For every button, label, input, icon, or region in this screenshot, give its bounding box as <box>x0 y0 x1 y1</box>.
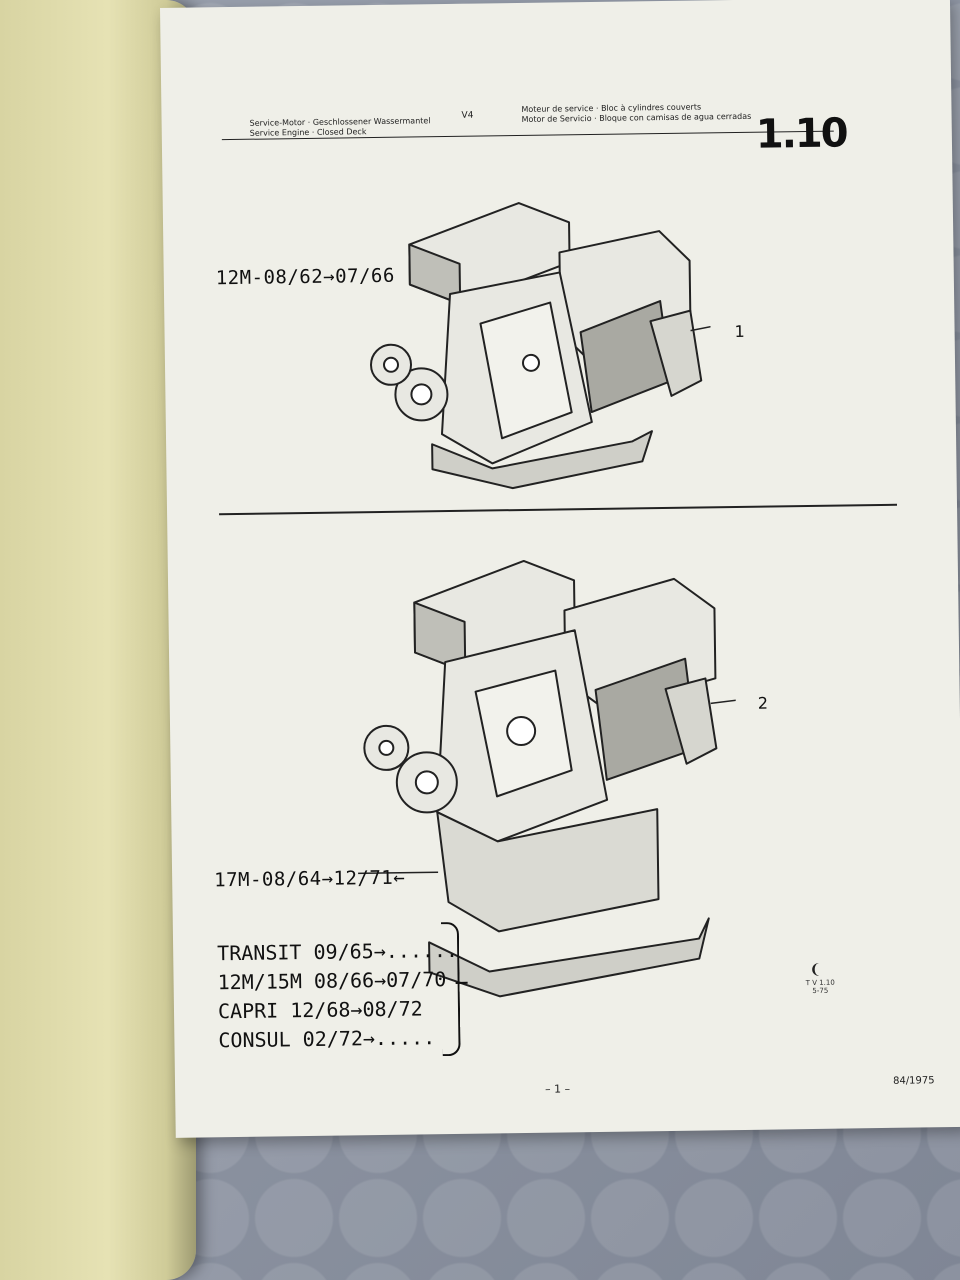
footer-code: 84/1975 <box>892 1075 935 1087</box>
header-english: Service Engine · Closed Deck <box>249 127 367 138</box>
section-number: 1.10 <box>755 110 847 158</box>
figure-divider <box>219 503 898 516</box>
engine-illustration-1 <box>370 202 713 490</box>
header-german: Service-Motor · Geschlossener Wassermant… <box>249 116 431 128</box>
application-item: CONSUL 02/72→..... <box>218 1025 436 1053</box>
brace-tip <box>455 981 468 984</box>
callout-2: 2 <box>757 693 769 713</box>
stamp-line-2: 5-75 <box>812 986 829 995</box>
application-item: 12M/15M 08/66→07/70 <box>217 967 447 995</box>
callout-1: 1 <box>734 321 745 342</box>
figure-2-label: 17M-08/64→12/71← <box>214 866 406 892</box>
engine-illustration-2 <box>353 559 740 998</box>
page-number: – 1 – <box>545 1082 571 1096</box>
manual-page: Service-Motor · Geschlossener Wassermant… <box>160 0 960 1138</box>
ford-script-icon: ❨ <box>809 961 822 979</box>
application-list: TRANSIT 09/65→...... 12M/15M 08/66→07/70… <box>217 936 459 1055</box>
header-engine-type: V4 <box>461 110 474 121</box>
brace <box>440 921 461 1057</box>
header-spanish: Motor de Servicio · Bloque con camisas d… <box>521 111 752 124</box>
application-item: TRANSIT 09/65→...... <box>217 937 459 966</box>
stamp: T V 1.10 5-75 <box>806 979 835 995</box>
application-item: CAPRI 12/68→08/72 <box>217 996 423 1024</box>
stamp-line-1: T V 1.10 <box>805 978 835 988</box>
